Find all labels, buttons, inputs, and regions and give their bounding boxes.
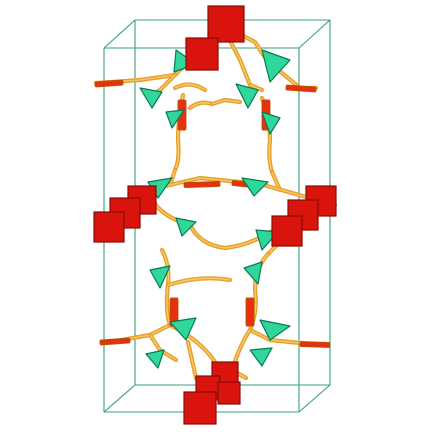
triangle-unit [261, 49, 291, 83]
triangle-unit [243, 261, 263, 285]
linker-bar [245, 297, 255, 327]
square-unit [217, 381, 241, 405]
bond-highlight [187, 341, 197, 379]
cell-edge [103, 384, 136, 413]
triangle-unit [175, 217, 197, 237]
triangle-unit [165, 109, 185, 129]
triangle-unit [235, 83, 259, 109]
square-unit [183, 391, 217, 425]
linker-bar [94, 79, 124, 88]
bond-highlight [271, 171, 281, 191]
bond-highlight [167, 277, 231, 286]
bond-highlight [174, 83, 206, 91]
triangle-unit [169, 317, 197, 341]
linker-bar [285, 84, 317, 93]
square-units [93, 5, 337, 425]
bond-highlight [147, 177, 311, 199]
cell-edge [298, 384, 331, 413]
bond-highlight [211, 99, 241, 105]
triangle-unit [249, 347, 273, 367]
square-unit [185, 37, 219, 71]
cell-edge [298, 19, 331, 49]
triangle-unit [241, 177, 269, 197]
bond-highlight [149, 334, 177, 361]
square-unit [271, 215, 303, 247]
square-unit [93, 211, 125, 243]
triangle-unit [145, 349, 165, 369]
triangle-unit [139, 87, 163, 109]
bond-highlight [249, 84, 263, 91]
cell-edge [103, 19, 136, 49]
linker-bar [99, 337, 131, 346]
triangle-unit [259, 319, 291, 341]
linker-bar [183, 180, 221, 189]
triangle-unit [149, 265, 171, 289]
triangle-unit [261, 111, 281, 135]
bond-highlight [169, 169, 176, 186]
square-unit [207, 5, 245, 43]
bond-highlight [189, 224, 271, 249]
linker-bar [299, 341, 331, 348]
linker-bars [94, 79, 331, 348]
